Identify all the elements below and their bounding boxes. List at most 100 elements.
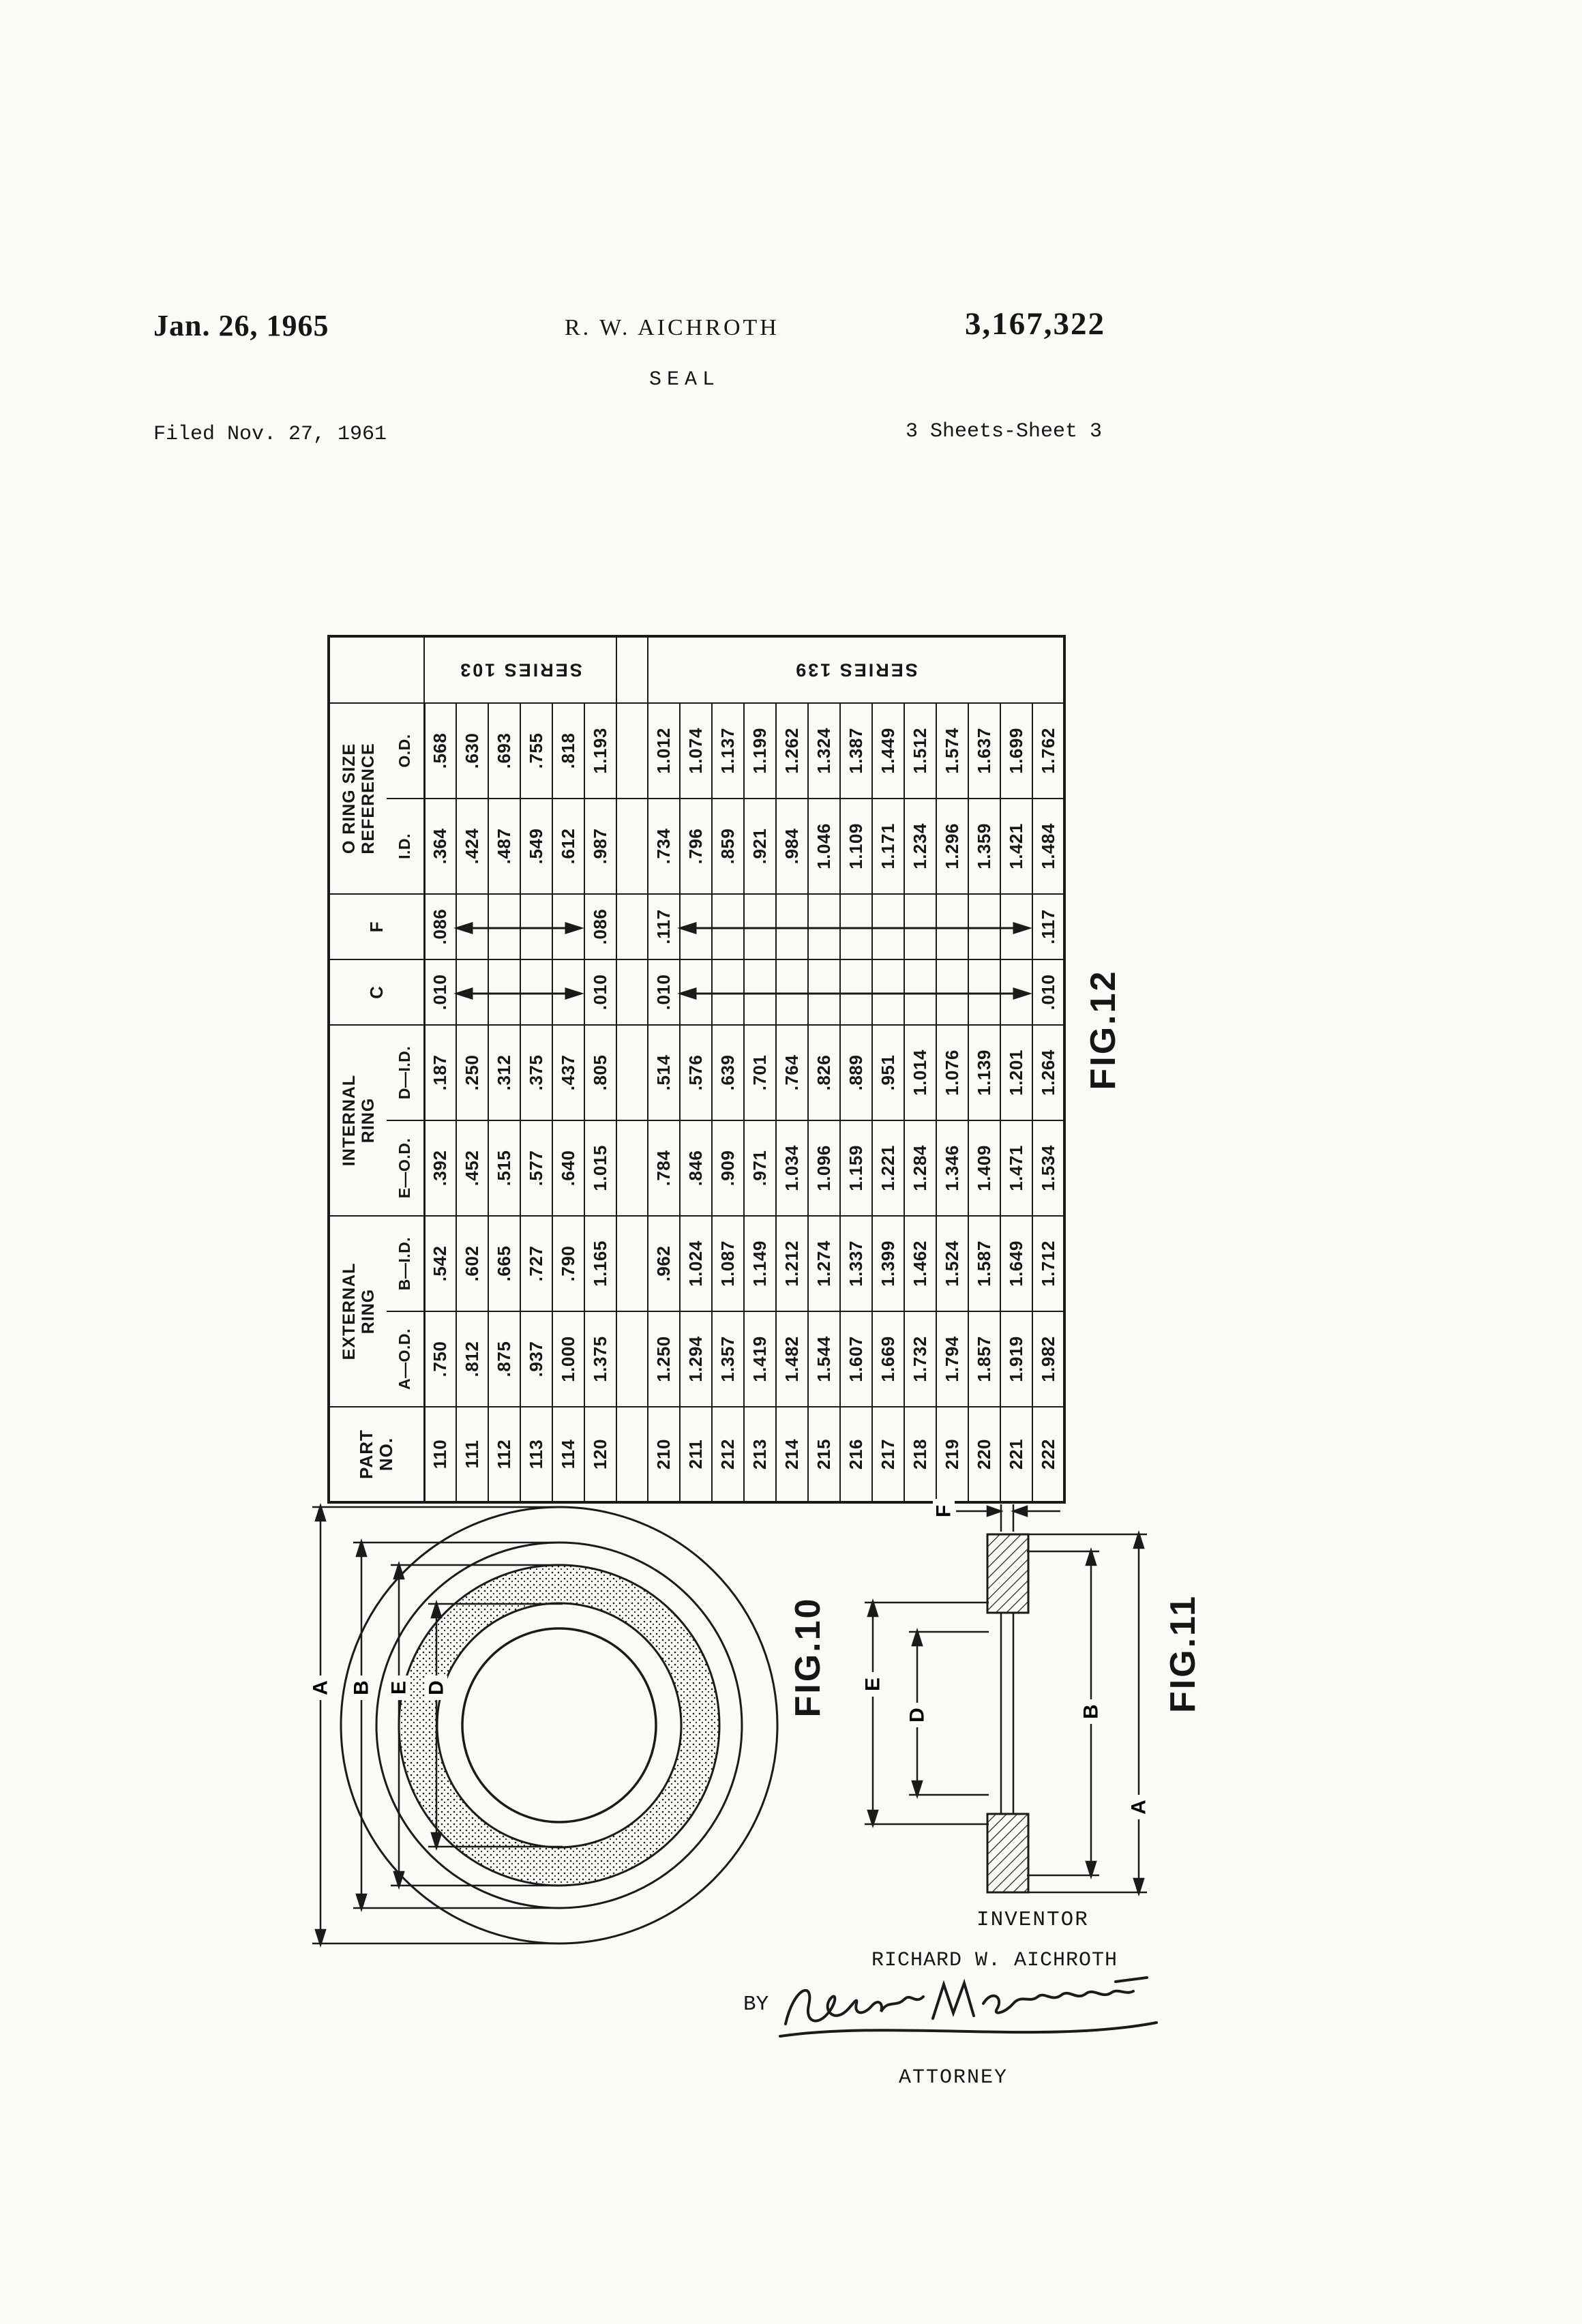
fig11-drawing: E D B A F	[862, 1499, 1150, 1897]
cell-aod-222: 1.982	[1032, 1311, 1064, 1407]
inventor-name: RICHARD W. AICHROTH	[871, 1949, 1118, 1972]
cell-eod-111: .452	[456, 1120, 488, 1216]
cell-c-211	[680, 959, 712, 1025]
cell-c-217	[872, 959, 904, 1025]
cell-c-221	[1000, 959, 1032, 1025]
cell-bid-211: 1.024	[680, 1215, 712, 1311]
cell-od-222: 1.762	[1032, 702, 1064, 799]
cell-c-219	[936, 959, 968, 1025]
cell-aod-211: 1.294	[680, 1311, 712, 1407]
cell-aod-212: 1.357	[712, 1311, 744, 1407]
patent-title: SEAL	[649, 368, 721, 391]
cell-aod-215: 1.544	[808, 1311, 840, 1407]
cell-eod-112: .515	[488, 1120, 520, 1216]
cell-c-216	[840, 959, 872, 1025]
cell-bid-217: 1.399	[872, 1215, 904, 1311]
cell-id-222: 1.484	[1032, 798, 1064, 894]
cell-did-218: 1.014	[904, 1024, 936, 1120]
header-d-id: D—I.D.	[387, 1024, 424, 1120]
fig11-dim-e: E	[862, 1678, 884, 1691]
cell-bid-216: 1.337	[840, 1215, 872, 1311]
cell-c-113	[520, 959, 552, 1025]
cell-id-213: .921	[744, 798, 776, 894]
cell-eod-215: 1.096	[808, 1120, 840, 1216]
cell-did-214: .764	[776, 1024, 808, 1120]
cell-id-211: .796	[680, 798, 712, 894]
header-internal-ring: INTERNAL RING	[329, 1024, 387, 1216]
header-external-line1: EXTERNAL	[339, 1262, 359, 1360]
fig11-label: FIG.11	[1163, 1594, 1203, 1714]
patent-number: 3,167,322	[965, 306, 1105, 342]
header-external-line2: RING	[358, 1288, 378, 1335]
cell-bid-111: .602	[456, 1215, 488, 1311]
fig10-dim-d: D	[426, 1680, 448, 1695]
cell-od-219: 1.574	[936, 702, 968, 799]
fig10-drawing: A B E D	[310, 1502, 779, 1948]
cell-aod-216: 1.607	[840, 1311, 872, 1407]
cell-aod-218: 1.732	[904, 1311, 936, 1407]
fig10-dim-b: B	[350, 1680, 373, 1695]
header-oring-line1: O RING SIZE	[339, 743, 359, 854]
cell-od-112: .693	[488, 702, 520, 799]
cell-od-221: 1.699	[1000, 702, 1032, 799]
cell-c-112	[488, 959, 520, 1025]
cell-did-217: .951	[872, 1024, 904, 1120]
attorney-label: ATTORNEY	[899, 2066, 1009, 2089]
cell-f-113	[520, 893, 552, 959]
cell-eod-221: 1.471	[1000, 1120, 1032, 1216]
cell-od-213: 1.199	[744, 702, 776, 799]
by-label: BY	[743, 1993, 769, 2016]
cell-od-212: 1.137	[712, 702, 744, 799]
cell-did-110: .187	[424, 1024, 456, 1120]
cell-c-120: .010	[584, 959, 616, 1025]
cell-c-114	[552, 959, 584, 1025]
header-series-band	[329, 636, 424, 703]
cell-aod-112: .875	[488, 1311, 520, 1407]
fig12-label: FIG.12	[1084, 969, 1123, 1090]
header-ring-id: I.D.	[387, 798, 424, 894]
cell-bid-114: .790	[552, 1215, 584, 1311]
cell-id-113: .549	[520, 798, 552, 894]
cell-od-211: 1.074	[680, 702, 712, 799]
cell-id-212: .859	[712, 798, 744, 894]
cell-id-219: 1.296	[936, 798, 968, 894]
header-e-od: E—O.D.	[387, 1120, 424, 1216]
cell-bid-219: 1.524	[936, 1215, 968, 1311]
header-ring-od: O.D.	[387, 702, 424, 799]
cell-eod-219: 1.346	[936, 1120, 968, 1216]
cell-aod-221: 1.919	[1000, 1311, 1032, 1407]
cell-f-110: .086	[424, 893, 456, 959]
header-internal-line2: RING	[358, 1097, 378, 1144]
cell-od-218: 1.512	[904, 702, 936, 799]
cell-c-213	[744, 959, 776, 1025]
cell-od-113: .755	[520, 702, 552, 799]
cell-eod-222: 1.534	[1032, 1120, 1064, 1216]
cell-bid-113: .727	[520, 1215, 552, 1311]
cell-f-114	[552, 893, 584, 959]
cell-did-111: .250	[456, 1024, 488, 1120]
cell-c-222: .010	[1032, 959, 1064, 1025]
cell-c-214	[776, 959, 808, 1025]
cell-bid-220: 1.587	[968, 1215, 1000, 1311]
cell-od-120: 1.193	[584, 702, 616, 799]
cell-c-215	[808, 959, 840, 1025]
cell-bid-110: .542	[424, 1215, 456, 1311]
cell-f-112	[488, 893, 520, 959]
header-c: C	[329, 959, 424, 1025]
fig10-dimension-labels: A B E D	[310, 1675, 448, 1700]
cell-f-214	[776, 893, 808, 959]
cell-id-217: 1.171	[872, 798, 904, 894]
cell-f-219	[936, 893, 968, 959]
attorney-signature	[779, 1976, 1158, 2038]
header-internal-line1: INTERNAL	[339, 1074, 359, 1167]
cell-bid-120: 1.165	[584, 1215, 616, 1311]
series-gap-cell	[616, 1215, 648, 1311]
